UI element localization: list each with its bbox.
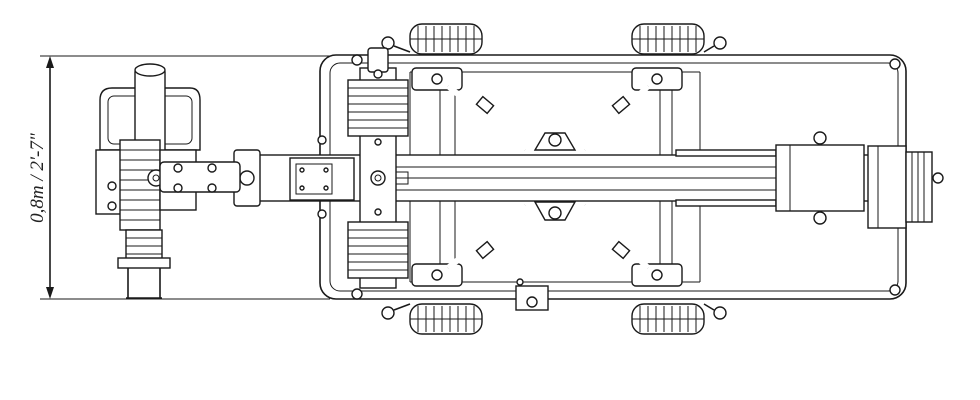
boom	[254, 131, 871, 225]
wheel-front-top	[381, 23, 483, 55]
scissor-cylinders	[446, 83, 651, 271]
wheel-front-bottom	[381, 303, 483, 335]
height-dimension-label: 0,8m / 2'-7"	[27, 132, 48, 223]
wheel-rear-top	[631, 23, 727, 55]
height-dimension: 0,8m / 2'-7"	[27, 55, 330, 300]
turret	[533, 132, 577, 221]
rear-end-cap	[867, 90, 944, 282]
wheel-rear-bottom	[631, 303, 727, 335]
jib-arm	[233, 135, 355, 219]
platform-basket	[95, 63, 241, 299]
front-crossbeam	[347, 47, 409, 289]
bottom-hitch	[515, 278, 549, 311]
